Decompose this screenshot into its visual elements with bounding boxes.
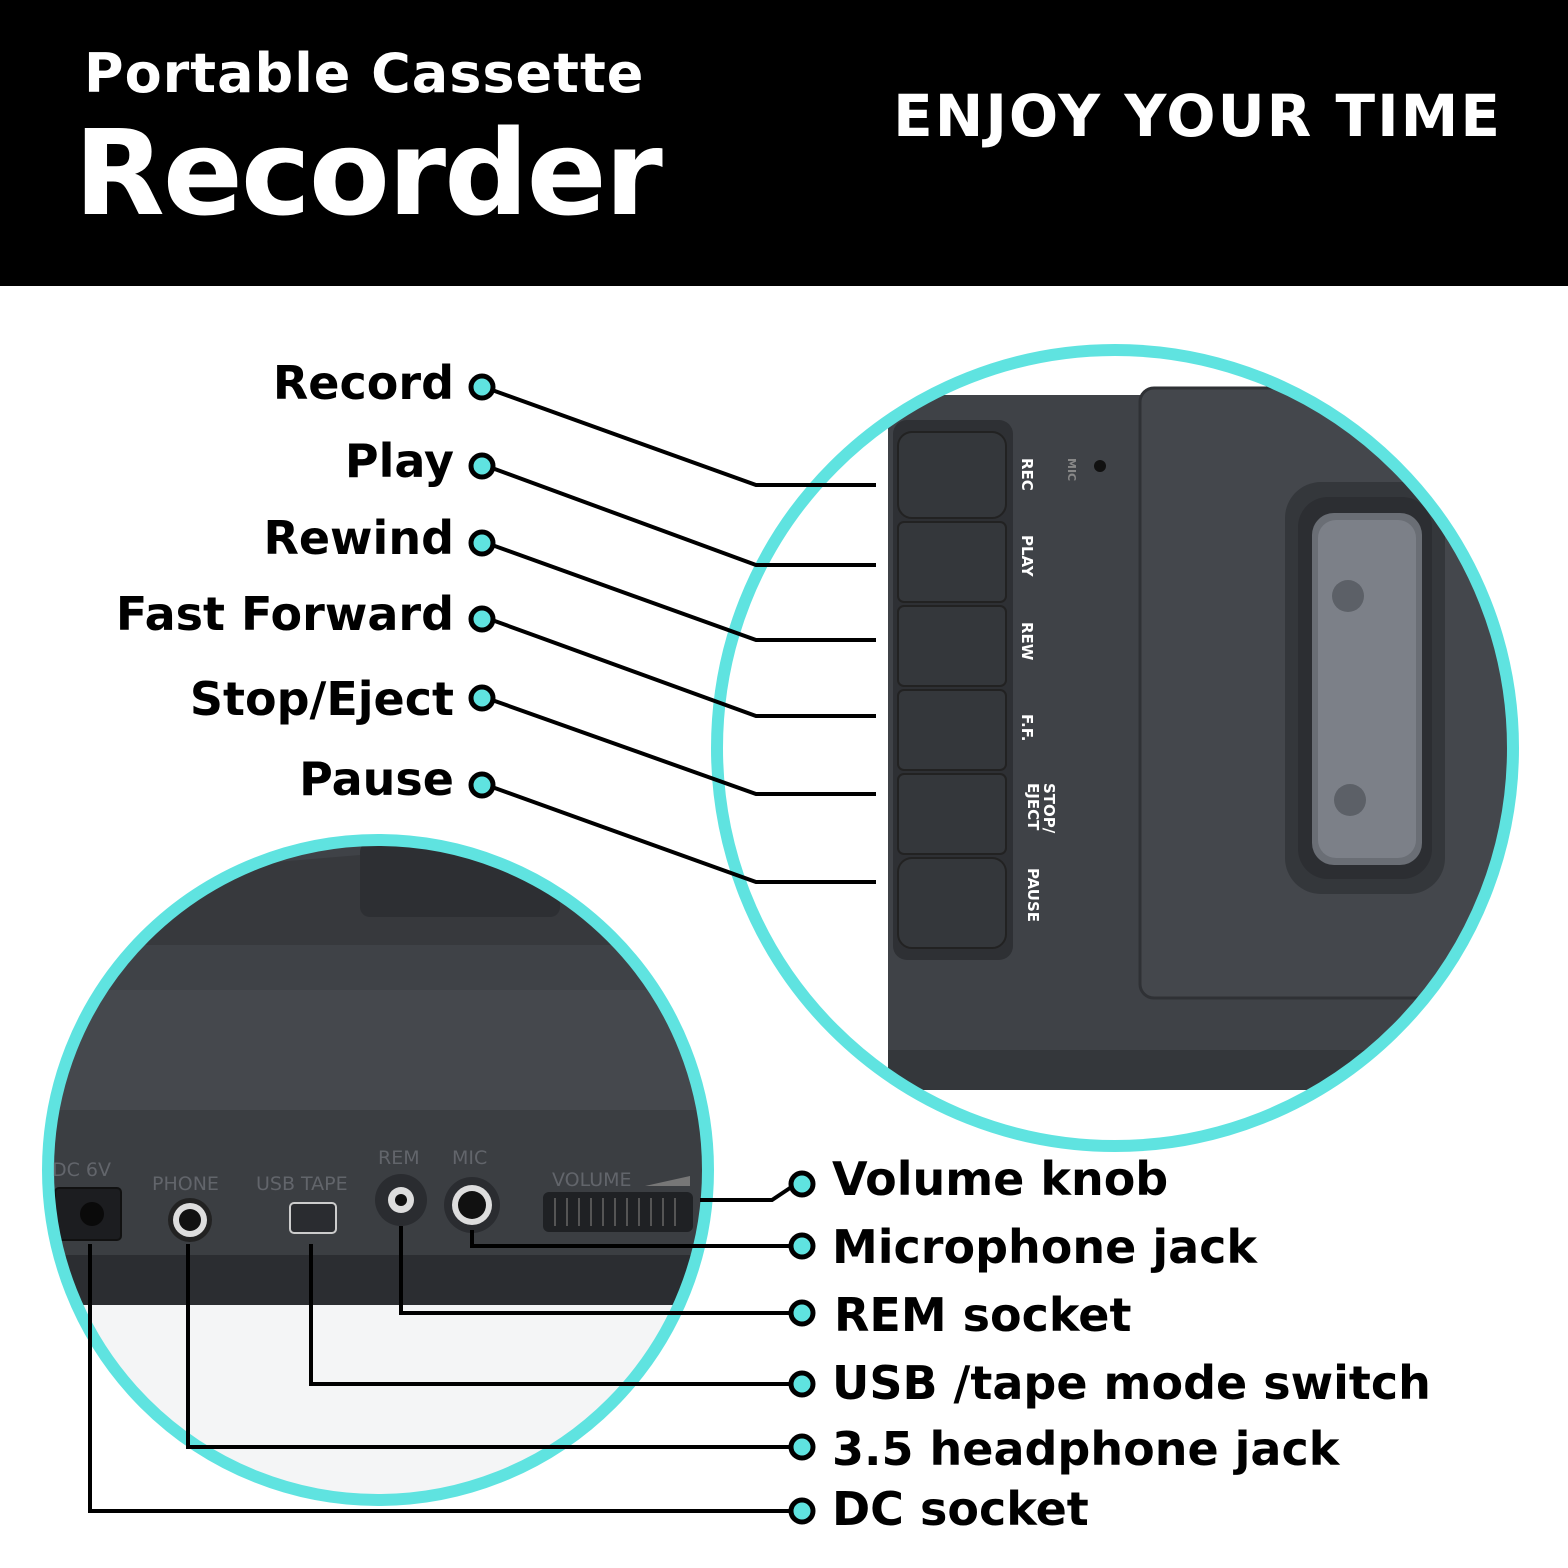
top-callout-dots (468, 373, 496, 799)
stop-eject-button (897, 773, 1007, 855)
callout-fast-forward: Fast Forward (115, 587, 454, 641)
device-label-stop: STOP/ (1040, 783, 1058, 834)
device-label-play: PLAY (1018, 535, 1036, 578)
bottom-callout-dots (788, 1170, 816, 1525)
device-label-phone: PHONE (152, 1173, 219, 1195)
transport-buttons (897, 431, 1007, 949)
device-label-pause: PAUSE (1024, 868, 1042, 922)
device-side-labels: DC 6V PHONE USB TAPE REM MIC VOLUME (52, 1147, 632, 1195)
device-label-dc: DC 6V (52, 1159, 111, 1181)
bottom-detail-circle (42, 834, 714, 1506)
device-label-rew: REW (1018, 622, 1036, 661)
device-label-mic: MIC (1065, 458, 1078, 481)
bottom-leader-lines (88, 1186, 792, 1513)
top-leader-lines (491, 388, 876, 884)
device-top-labels: MIC REC PLAY REW F.F. STOP/ EJECT PAUSE (1018, 458, 1078, 922)
callout-record: Record (272, 356, 454, 410)
callout-volume-knob: Volume knob (832, 1152, 1169, 1206)
rec-button (897, 431, 1007, 519)
device-label-volume: VOLUME (552, 1169, 632, 1191)
pause-button (897, 857, 1007, 949)
device-label-ff: F.F. (1018, 714, 1036, 741)
ff-button (897, 689, 1007, 771)
device-label-usb-tape: USB TAPE (256, 1173, 348, 1195)
volume-knob-ridges (554, 1198, 676, 1226)
device-label-rem: REM (378, 1147, 420, 1169)
callout-pause: Pause (299, 752, 454, 806)
device-label-rec: REC (1018, 458, 1036, 491)
play-button (897, 521, 1007, 603)
device-label-eject: EJECT (1024, 783, 1042, 831)
tagline: ENJOY YOUR TIME (893, 82, 1502, 150)
top-detail-circle (711, 344, 1519, 1152)
callout-dc-socket: DC socket (832, 1482, 1089, 1536)
device-label-mic-side: MIC (452, 1147, 487, 1169)
callout-play: Play (344, 434, 454, 488)
callout-rem-socket: REM socket (834, 1288, 1132, 1342)
callout-headphone-jack: 3.5 headphone jack (832, 1422, 1340, 1476)
callout-stop-eject: Stop/Eject (189, 672, 454, 726)
callout-rewind: Rewind (263, 511, 454, 565)
title-line-1: Portable Cassette (84, 42, 645, 105)
title-line-2: Recorder (74, 104, 663, 242)
callout-usb-tape-switch: USB /tape mode switch (832, 1356, 1431, 1410)
callout-microphone-jack: Microphone jack (832, 1220, 1258, 1274)
rew-button (897, 605, 1007, 687)
header-banner: Portable Cassette Recorder ENJOY YOUR TI… (0, 0, 1568, 286)
